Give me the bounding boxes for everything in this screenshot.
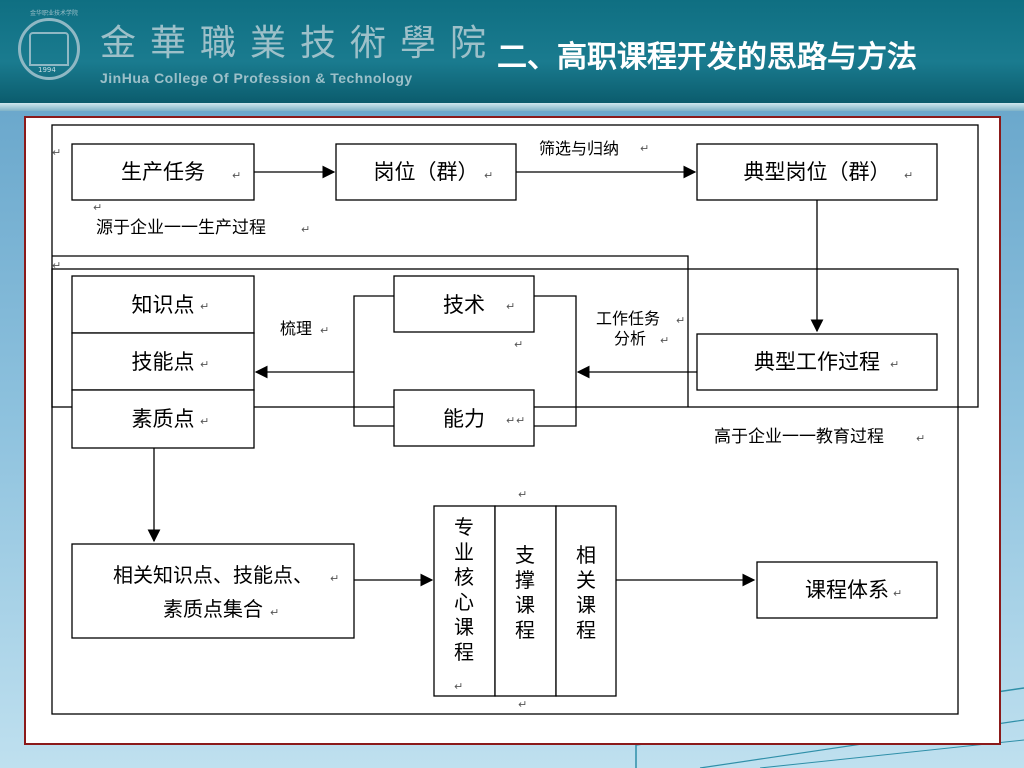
box-position-group-label: 岗位（群） (374, 160, 479, 184)
svg-text:↵: ↵ (200, 415, 209, 428)
svg-text:↵: ↵ (514, 338, 523, 351)
flow-diagram: 生产任务 岗位（群） 典型岗位（群） 筛选与归纳 源于企业一一生产过程 典型工作… (51, 124, 979, 715)
box-typical-position-label: 典型岗位（群） (744, 160, 891, 184)
svg-text:↵: ↵ (320, 324, 329, 337)
svg-text:↵: ↵ (640, 142, 649, 155)
box-quality-point: 素质点 (71, 389, 255, 449)
column-support-courses-label: 支撑课程 (515, 543, 535, 642)
column-support-courses: 支撑课程 (494, 505, 557, 697)
label-above-enterprise: 高于企业一一教育过程 (714, 427, 884, 447)
box-combined-line1: 相关知识点、技能点、 (113, 563, 313, 587)
column-related-courses-label: 相关课程 (576, 543, 596, 642)
label-task-analysis-1: 工作任务 (596, 309, 660, 328)
svg-text:↵: ↵ (660, 334, 669, 347)
box-knowledge-point: 知识点 (71, 275, 255, 334)
box-typical-work-process-label: 典型工作过程 (754, 350, 880, 374)
svg-text:↵: ↵ (52, 259, 61, 272)
bracket-left (353, 295, 394, 427)
header-stripe (0, 103, 1024, 111)
label-task-analysis-2: 分析 (614, 329, 646, 348)
box-technique: 技术 (393, 275, 535, 333)
header-bar: 金华职业技术学院 1994 金華職業技術學院 JinHua College Of… (0, 0, 1024, 103)
box-knowledge-point-label: 知识点 (132, 293, 195, 317)
svg-text:↵: ↵ (93, 201, 102, 214)
svg-text:↵: ↵ (506, 300, 515, 313)
box-combined-set: 相关知识点、技能点、 素质点集合 (71, 543, 355, 639)
label-sort-out: 梳理 (280, 319, 312, 338)
svg-text:↵: ↵ (506, 414, 515, 427)
svg-text:↵: ↵ (200, 358, 209, 371)
svg-text:↵: ↵ (890, 358, 899, 371)
svg-text:↵: ↵ (916, 432, 925, 445)
svg-text:↵: ↵ (518, 488, 527, 501)
column-related-courses: 相关课程 (555, 505, 617, 697)
box-typical-position: 典型岗位（群） (696, 143, 938, 201)
svg-text:↵: ↵ (301, 223, 310, 236)
slide-title: 二、高职课程开发的思路与方法 (497, 40, 917, 75)
college-name-en: JinHua College Of Profession & Technolog… (100, 70, 413, 86)
box-skill-point: 技能点 (71, 332, 255, 391)
box-production-task-label: 生产任务 (121, 160, 205, 184)
box-course-system-label: 课程体系 (805, 578, 889, 602)
column-core-courses-label: 专业核心课程 (454, 515, 474, 664)
svg-text:↵: ↵ (518, 698, 527, 711)
svg-text:↵: ↵ (232, 169, 241, 182)
svg-text:↵: ↵ (200, 300, 209, 313)
bracket-right (534, 295, 577, 427)
label-screen-induce: 筛选与归纳 (539, 139, 619, 158)
box-ability: 能力 (393, 389, 535, 447)
svg-text:↵: ↵ (270, 606, 279, 619)
box-skill-point-label: 技能点 (132, 350, 195, 374)
frame-education (51, 268, 959, 715)
box-course-system: 课程体系 (756, 561, 938, 619)
seal-year: 1994 (38, 66, 56, 74)
svg-text:↵: ↵ (330, 572, 339, 585)
frame-connector (52, 255, 689, 407)
seal-small-text: 金华职业技术学院 (30, 10, 79, 17)
box-typical-work-process: 典型工作过程 (696, 333, 938, 391)
college-seal-icon (18, 18, 80, 80)
college-name-cn: 金華職業技術學院 (100, 23, 501, 64)
svg-text:↵: ↵ (454, 680, 463, 693)
return-marks: ↵ ↵ ↵ ↵ ↵ ↵ ↵ ↵ ↵ ↵ ↵ ↵ ↵ ↵ ↵ ↵ ↵ ↵ ↵ ↵ … (52, 142, 925, 711)
column-core-courses: 专业核心课程 (433, 505, 496, 697)
svg-text:↵: ↵ (893, 587, 902, 600)
label-source-enterprise: 源于企业一一生产过程 (96, 218, 266, 238)
box-technique-label: 技术 (443, 293, 485, 317)
svg-text:↵: ↵ (484, 169, 493, 182)
svg-text:↵: ↵ (676, 314, 685, 327)
box-quality-point-label: 素质点 (132, 407, 195, 431)
svg-text:↵: ↵ (52, 146, 61, 159)
box-ability-label: 能力 (443, 407, 485, 431)
box-combined-line2: 素质点集合 (163, 597, 263, 621)
svg-text:↵: ↵ (904, 169, 913, 182)
box-position-group: 岗位（群） (335, 143, 517, 201)
box-production-task: 生产任务 (71, 143, 255, 201)
svg-text:↵: ↵ (516, 414, 525, 427)
